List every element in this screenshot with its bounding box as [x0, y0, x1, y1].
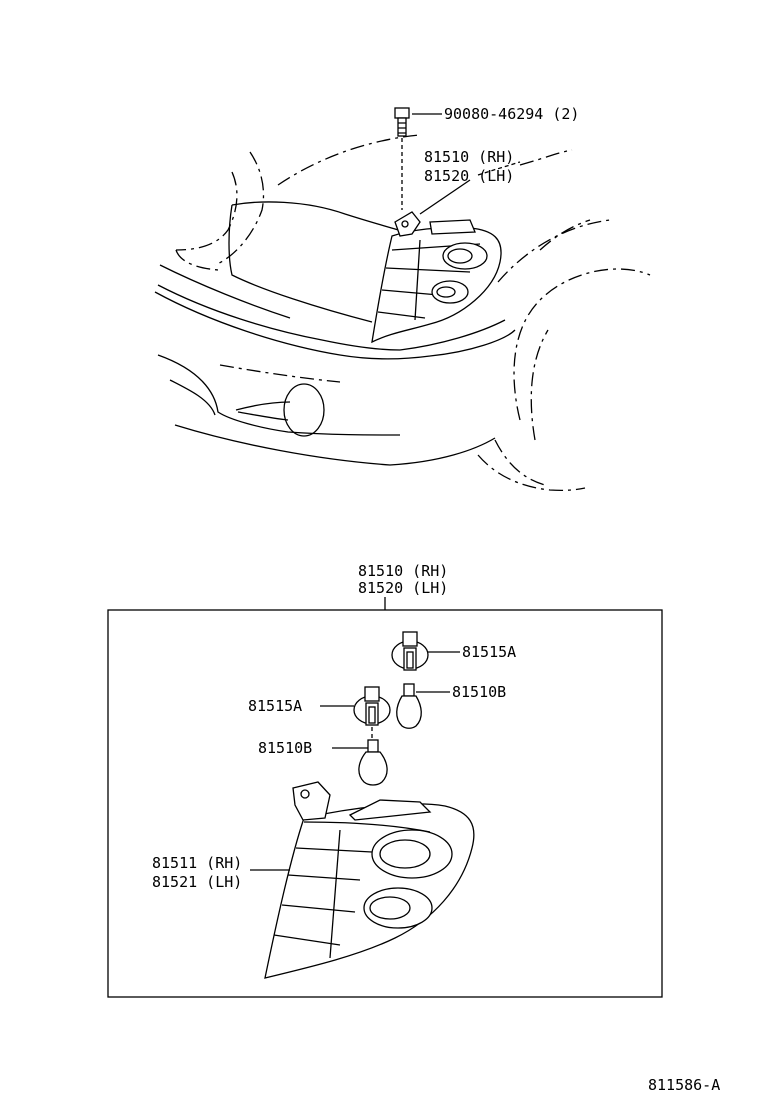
- bulb-socket-upper: [391, 631, 429, 671]
- corner-lamp-installed: [371, 211, 502, 344]
- bolt-part-number: 90080-46294 (2): [444, 105, 579, 123]
- figure-code: 811586-A: [648, 1076, 720, 1094]
- lens-part-number-rh: 81511 (RH): [152, 854, 242, 872]
- assembly-part-number-rh: 81510 (RH): [358, 562, 448, 580]
- lens-part-number-lh: 81521 (LH): [152, 873, 242, 891]
- exploded-view-frame: [107, 609, 663, 998]
- assembly-part-number-lh: 81520 (LH): [358, 579, 448, 597]
- bulb-lower-part-number: 81510B: [258, 739, 312, 757]
- bulb-socket-lower: [353, 686, 391, 738]
- bulb-lower: [358, 739, 388, 786]
- socket-upper-part-number: 81515A: [462, 643, 516, 661]
- lamp-part-number-rh: 81510 (RH): [424, 148, 514, 166]
- corner-lamp-lens: [264, 781, 475, 979]
- bulb-upper: [396, 683, 422, 729]
- bulb-upper-part-number: 81510B: [452, 683, 506, 701]
- socket-lower-part-number: 81515A: [248, 697, 302, 715]
- lamp-part-number-lh: 81520 (LH): [424, 167, 514, 185]
- bolt-icon: [394, 107, 410, 137]
- vehicle-corner-view: [154, 107, 651, 492]
